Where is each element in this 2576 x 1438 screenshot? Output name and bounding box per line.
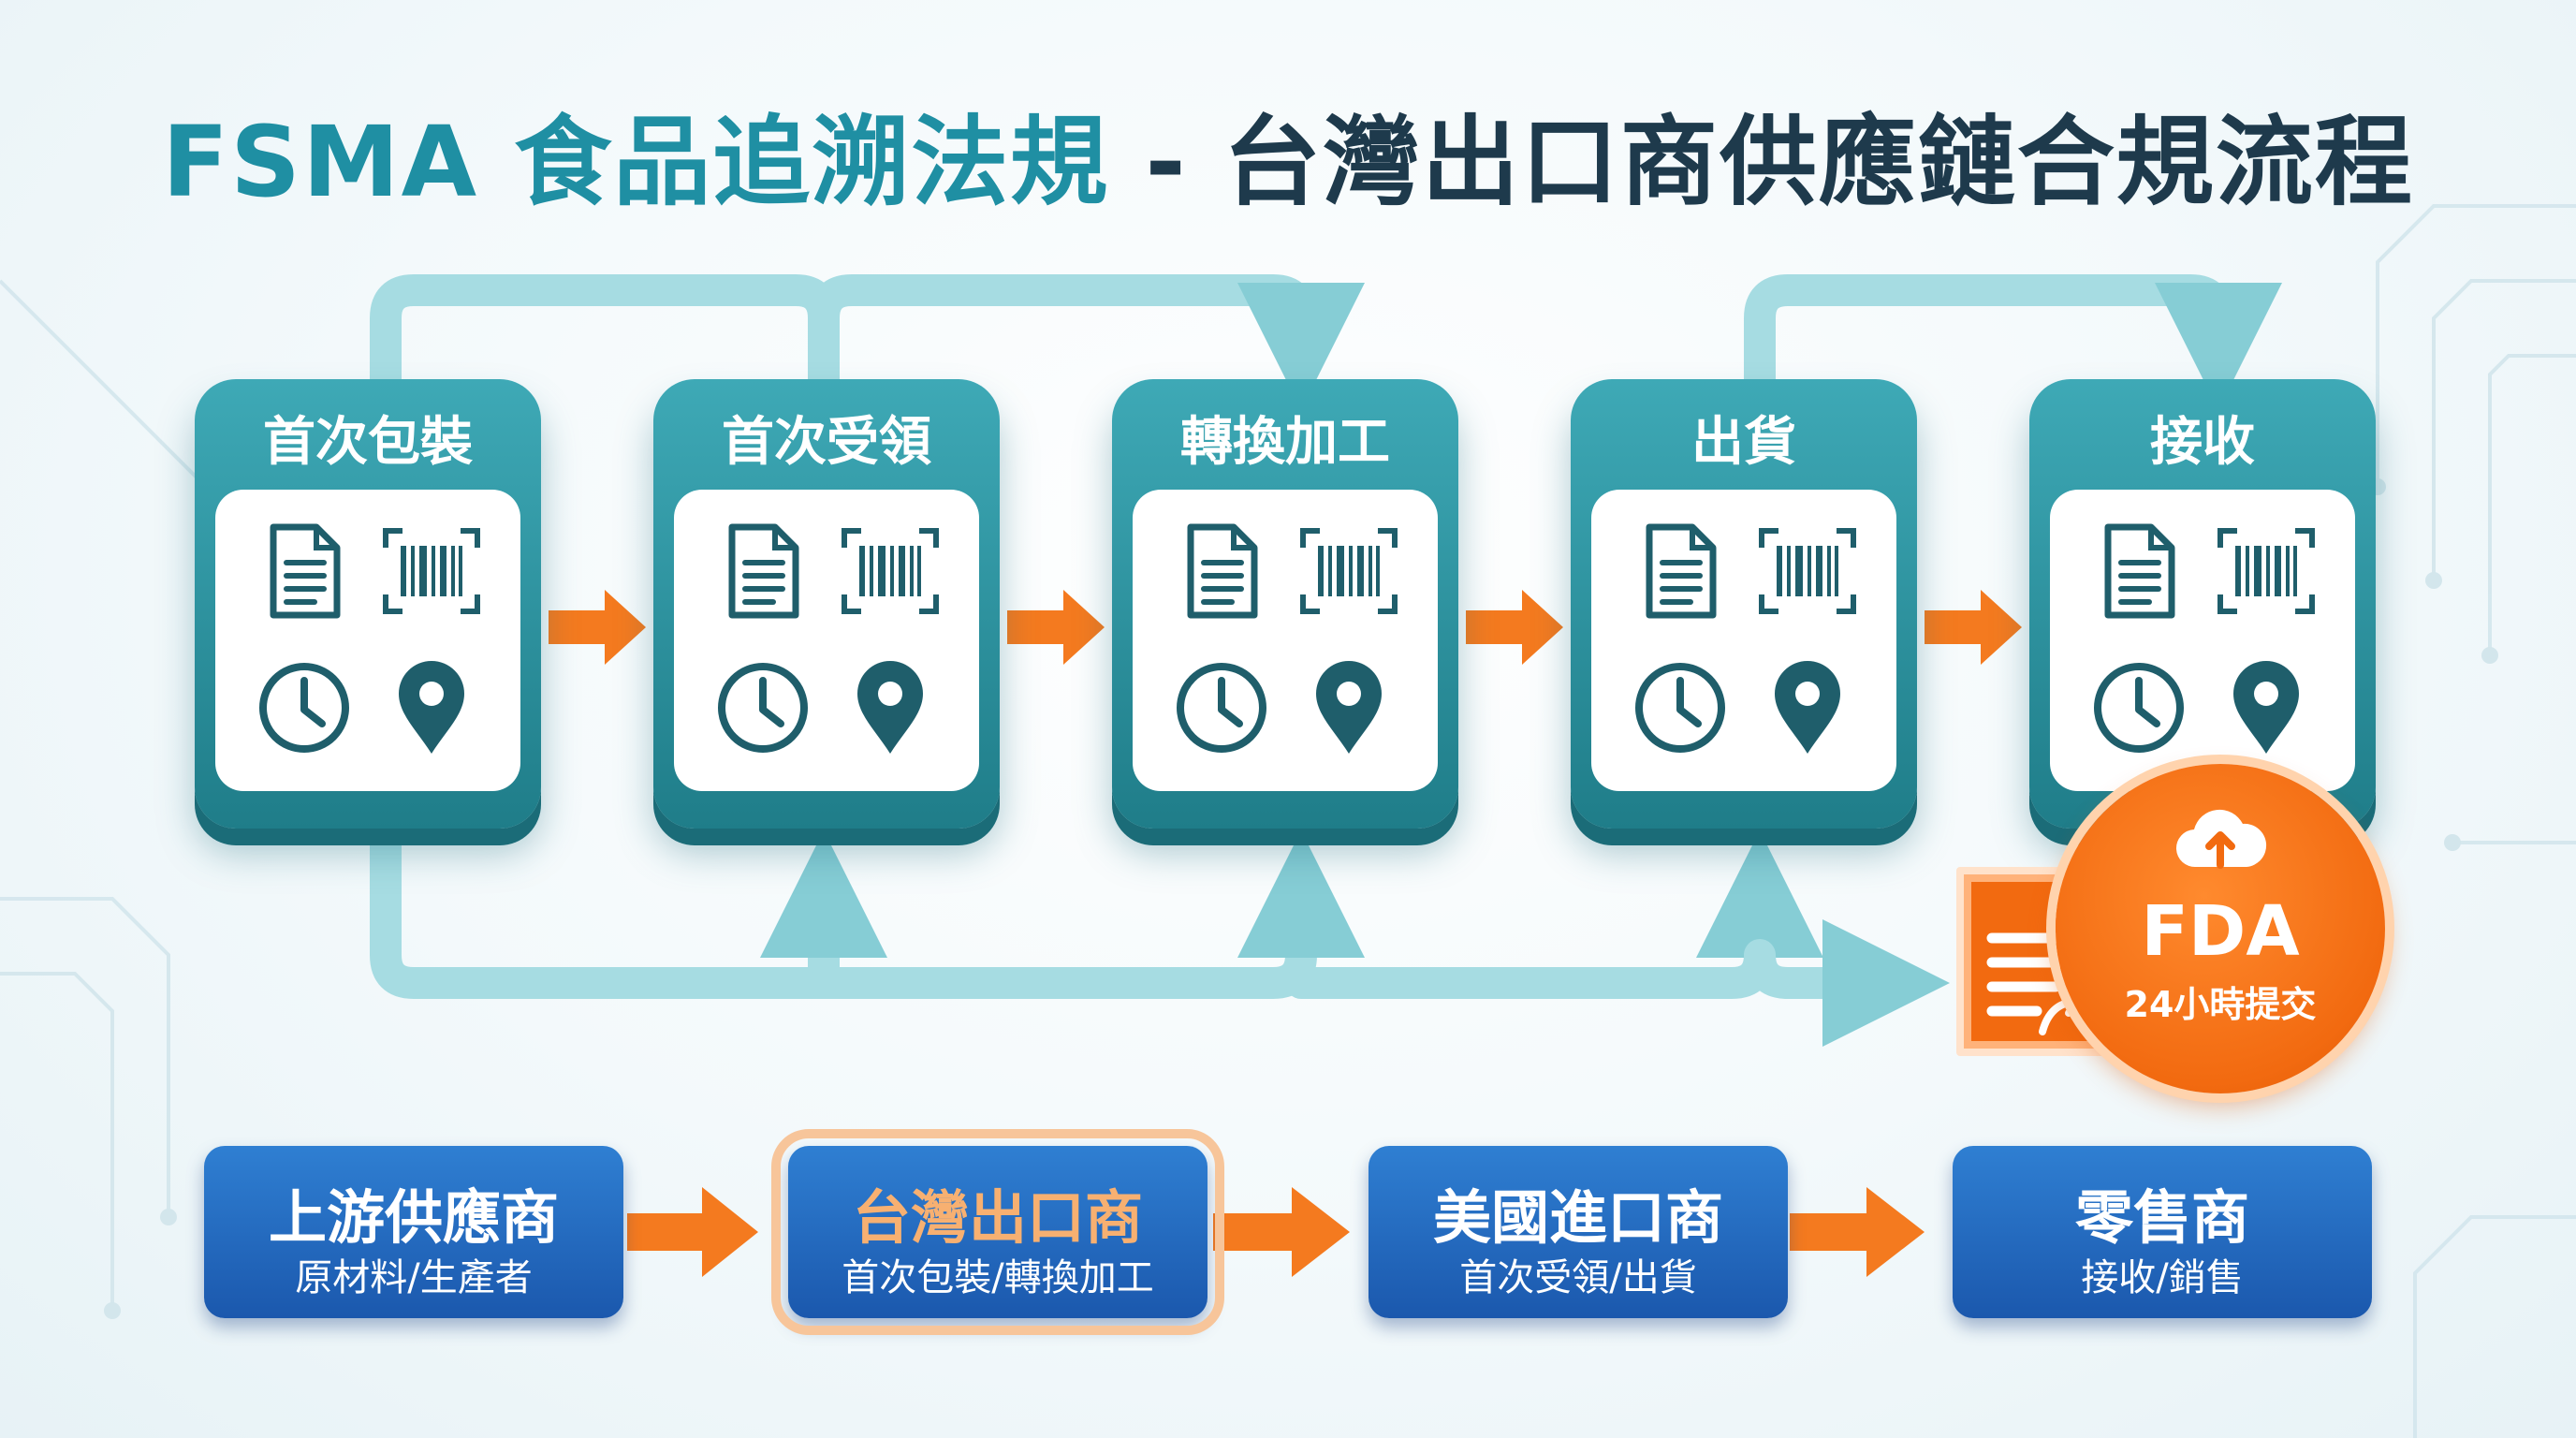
barcode-icon bbox=[2215, 520, 2318, 623]
stage-label: 出貨 bbox=[1691, 412, 1796, 473]
clock-icon bbox=[1629, 656, 1732, 759]
location-pin-icon bbox=[2215, 656, 2318, 759]
document-icon bbox=[1170, 520, 1273, 623]
location-pin-icon bbox=[380, 656, 483, 759]
actor-taiwan-exporter: 台灣出口商 首次包裝/轉換加工 bbox=[771, 1129, 1224, 1335]
fda-label: FDA bbox=[2141, 891, 2300, 972]
stage-card-first-packing: 首次包裝 bbox=[195, 379, 541, 829]
clock-icon bbox=[711, 656, 814, 759]
stage-orange-arrows bbox=[549, 590, 2022, 665]
barcode-icon bbox=[1756, 520, 1859, 623]
circuit-decoration bbox=[0, 204, 2576, 1438]
actor-name: 台灣出口商 bbox=[852, 1183, 1143, 1252]
actor-name: 零售商 bbox=[2074, 1183, 2249, 1252]
actor-retailer: 零售商 接收/銷售 bbox=[1953, 1146, 2372, 1318]
teal-flow-connectors bbox=[370, 274, 2282, 1047]
cloud-upload-icon bbox=[2175, 809, 2267, 869]
actor-name: 上游供應商 bbox=[268, 1183, 559, 1252]
actor-role: 原材料/生產者 bbox=[295, 1256, 533, 1299]
document-icon bbox=[1629, 520, 1732, 623]
stage-card-receiving: 接收 bbox=[2029, 379, 2376, 829]
stage-label: 首次包裝 bbox=[263, 412, 473, 473]
stage-label: 接收 bbox=[2150, 412, 2255, 473]
stage-label: 首次受領 bbox=[722, 412, 931, 473]
stage-icon-panel bbox=[674, 490, 979, 791]
stage-card-shipping: 出貨 bbox=[1571, 379, 1917, 829]
fda-deadline: 24小時提交 bbox=[2124, 984, 2317, 1025]
fda-submission-badge: FDA 24小時提交 bbox=[2056, 764, 2385, 1093]
actor-us-importer: 美國進口商 首次受領/出貨 bbox=[1368, 1146, 1788, 1318]
page-title: FSMA 食品追溯法規 - 台灣出口商供應鏈合規流程 bbox=[0, 82, 2576, 224]
actor-role: 首次包裝/轉換加工 bbox=[842, 1256, 1154, 1299]
document-icon bbox=[253, 520, 356, 623]
actor-name: 美國進口商 bbox=[1432, 1183, 1723, 1252]
clock-icon bbox=[1170, 656, 1273, 759]
document-icon bbox=[2087, 520, 2190, 623]
stage-label: 轉換加工 bbox=[1180, 412, 1390, 473]
stage-icon-panel bbox=[1133, 490, 1438, 791]
actor-role: 首次受領/出貨 bbox=[1459, 1256, 1697, 1299]
location-pin-icon bbox=[839, 656, 942, 759]
barcode-icon bbox=[1297, 520, 1400, 623]
barcode-icon bbox=[839, 520, 942, 623]
stage-icon-panel bbox=[215, 490, 520, 791]
stage-icon-panel bbox=[1591, 490, 1896, 791]
location-pin-icon bbox=[1756, 656, 1859, 759]
actor-role: 接收/銷售 bbox=[2081, 1256, 2244, 1299]
title-regulation: FSMA 食品追溯法規 bbox=[162, 105, 1110, 219]
barcode-icon bbox=[380, 520, 483, 623]
document-icon bbox=[711, 520, 814, 623]
title-process: - 台灣出口商供應鏈合規流程 bbox=[1109, 105, 2414, 219]
actor-orange-arrows bbox=[627, 1187, 1925, 1277]
stage-card-transformation: 轉換加工 bbox=[1112, 379, 1458, 829]
clock-icon bbox=[253, 656, 356, 759]
actor-upstream-supplier: 上游供應商 原材料/生產者 bbox=[204, 1146, 623, 1318]
circuit-dots bbox=[104, 478, 2498, 1319]
clock-icon bbox=[2087, 656, 2190, 759]
stage-icon-panel bbox=[2050, 490, 2355, 791]
location-pin-icon bbox=[1297, 656, 1400, 759]
stage-card-first-receiving: 首次受領 bbox=[653, 379, 1000, 829]
